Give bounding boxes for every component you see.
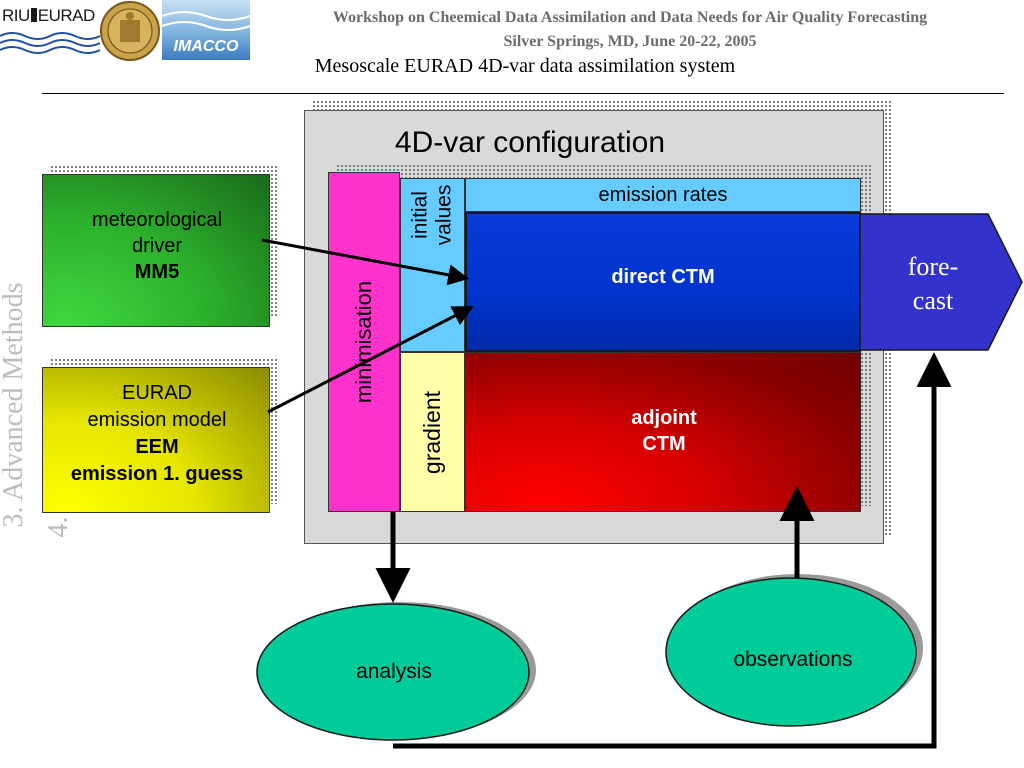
meteorological-line3: MM5 (134, 261, 180, 283)
emission-model-line1: EURAD (121, 382, 192, 404)
observations-label: observations (733, 648, 853, 671)
adjoint-ctm-line1: adjoint (631, 407, 697, 429)
logo-riu-text: RIU (2, 6, 30, 25)
meteorological-driver-label: meteorological driver MM5 (43, 207, 271, 285)
emission-model-line2: emission model (87, 409, 227, 431)
slide-title: Mesoscale EURAD 4D-var data assimilation… (314, 55, 736, 77)
adjoint-ctm-line2: CTM (642, 433, 686, 455)
university-seal-logo (100, 0, 160, 62)
emission-model-label: EURAD emission model EEM emission 1. gue… (43, 380, 271, 488)
forecast-line2: cast (912, 286, 954, 315)
riu-eurad-logo: RIU EURAD (0, 0, 100, 60)
emission-model-line4: emission 1. guess (70, 463, 244, 485)
direct-ctm-box: direct CTM (465, 212, 861, 352)
title-divider (42, 93, 1004, 94)
emission-model-box: EURAD emission model EEM emission 1. gue… (42, 367, 270, 513)
direct-ctm-label: direct CTM (611, 265, 715, 288)
forecast-line1: fore- (907, 252, 959, 281)
meteorological-line1: meteorological (91, 209, 223, 231)
adjoint-ctm-box: adjoint CTM (465, 352, 861, 512)
gradient-box: gradient (400, 352, 465, 512)
ellipse-shapes (256, 574, 923, 741)
emission-model-line3: EEM (135, 436, 179, 458)
logo-eurad-text: EURAD (37, 6, 96, 25)
analysis-label: analysis (356, 660, 432, 683)
meteorological-driver-box: meteorological driver MM5 (42, 174, 270, 327)
imacco-logo: IMACCO (162, 0, 250, 60)
meteorological-line2: driver (131, 235, 182, 257)
emission-rates-label: emission rates (598, 183, 728, 206)
minimisation-box: minimisation (328, 172, 400, 512)
forecast-label: fore- cast (878, 250, 988, 318)
workshop-title: Workshop on Cheemical Data Assimilation … (332, 9, 928, 26)
analysis-to-forecast-loop (393, 352, 952, 749)
emission-rates-box: emission rates (465, 178, 861, 212)
adjoint-ctm-label: adjoint CTM (466, 405, 862, 457)
logo-imacco-text: IMACCO (173, 38, 239, 55)
config-title: 4D-var configuration (394, 126, 666, 159)
analysis-ellipse: analysis (258, 640, 530, 704)
observations-ellipse: observations (668, 628, 918, 692)
forecast-arrow (859, 213, 1023, 351)
eem-to-ctm-arrow (267, 306, 474, 414)
met-to-ctm-arrow (261, 238, 470, 286)
workshop-location: Silver Springs, MD, June 20-22, 2005 (503, 33, 757, 50)
